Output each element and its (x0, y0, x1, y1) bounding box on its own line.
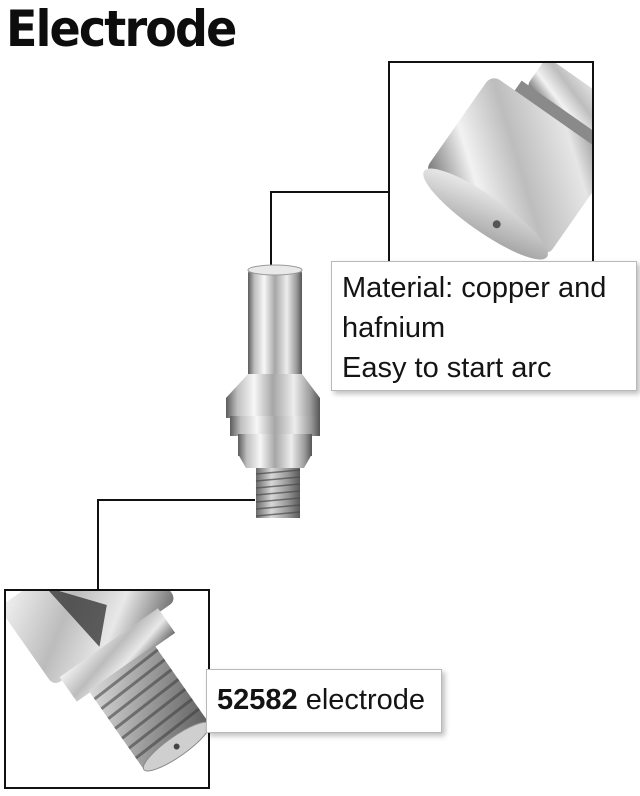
connector-line-bottom-horizontal (97, 499, 255, 501)
connector-line-top-horizontal (270, 191, 390, 193)
part-number: 52582 (217, 684, 298, 716)
electrode-product-icon (226, 264, 320, 518)
top-detail-photo (388, 61, 594, 275)
part-number-callout: 52582 electrode (206, 669, 442, 733)
connector-line-top-vertical (270, 191, 272, 267)
material-line-1: Material: copper and (342, 272, 607, 304)
material-callout: Material: copper and hafnium Easy to sta… (331, 261, 637, 391)
page-title: Electrode (6, 0, 237, 58)
material-line-3: Easy to start arc (342, 352, 552, 384)
electrode-tip-closeup-icon (390, 63, 592, 273)
electrode-product (216, 262, 328, 524)
part-label: electrode (297, 684, 426, 716)
bottom-detail-photo (4, 589, 210, 789)
material-line-2: hafnium (342, 312, 446, 344)
electrode-thread-closeup-icon (6, 591, 208, 787)
connector-line-bottom-vertical (97, 499, 99, 590)
